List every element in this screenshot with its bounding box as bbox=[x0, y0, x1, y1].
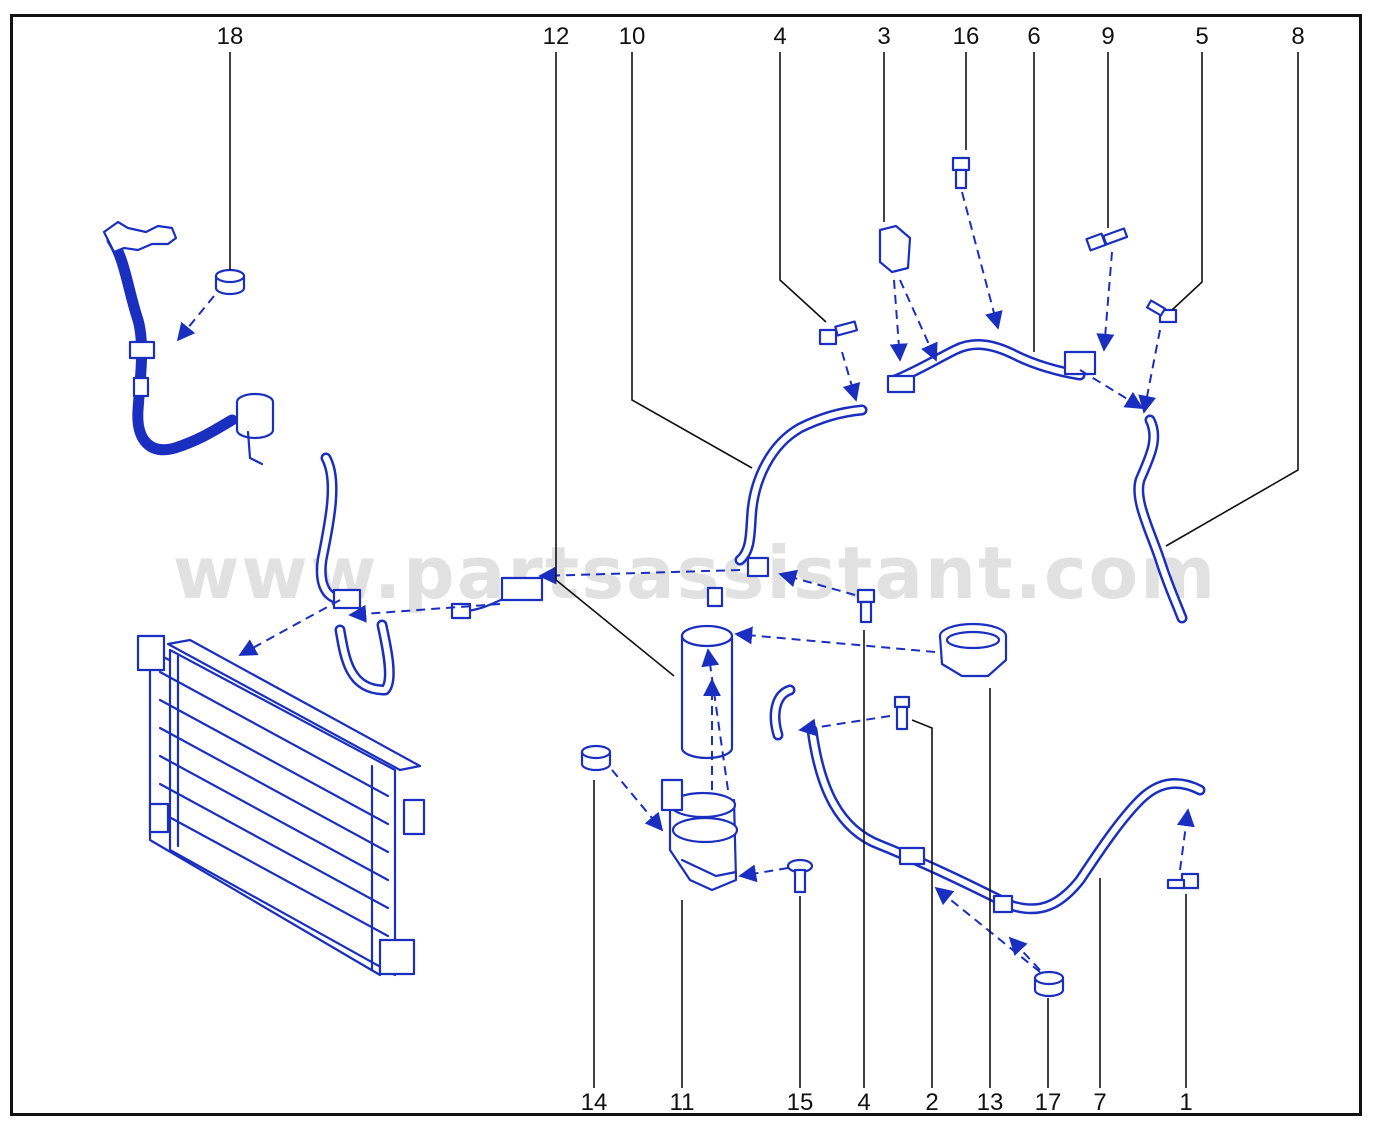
callout-18: 18 bbox=[217, 23, 244, 50]
part-11-drier-bracket bbox=[660, 778, 739, 892]
callout-9: 9 bbox=[1101, 23, 1114, 50]
callout-6: 6 bbox=[1027, 23, 1040, 50]
part-2-bolt bbox=[893, 695, 911, 731]
callout-11: 11 bbox=[670, 1089, 695, 1116]
callout-16: 16 bbox=[953, 23, 980, 50]
callout-7: 7 bbox=[1093, 1089, 1106, 1116]
callout-10: 10 bbox=[619, 23, 646, 50]
part-3-clip bbox=[878, 224, 912, 274]
part-13-drier-ring bbox=[938, 622, 1008, 678]
part-18-nut bbox=[214, 268, 246, 296]
callout-2: 2 bbox=[925, 1089, 938, 1116]
part-10-suction-hose bbox=[734, 404, 868, 578]
part-1-bolt bbox=[1166, 872, 1200, 890]
part-16-bolt bbox=[951, 156, 971, 190]
diagram-frame bbox=[10, 14, 1362, 1116]
condenser-radiator bbox=[136, 634, 426, 977]
assembly-arrows bbox=[176, 191, 1195, 973]
part-condenser-pipe bbox=[315, 452, 544, 696]
part-4-bolt-upper bbox=[818, 320, 859, 346]
part-8-pipe bbox=[1133, 414, 1188, 624]
callout-17: 17 bbox=[1035, 1089, 1062, 1116]
callout-13: 13 bbox=[977, 1089, 1004, 1116]
leader-lines bbox=[229, 52, 1299, 1088]
callouts-top: 18 12 10 4 3 16 6 9 5 8 bbox=[217, 23, 1305, 50]
callout-5: 5 bbox=[1195, 23, 1208, 50]
part-14-nut bbox=[580, 744, 612, 772]
part-6-discharge-hose bbox=[886, 339, 1097, 394]
callout-3: 3 bbox=[877, 23, 890, 50]
part-15-bolt bbox=[786, 858, 814, 894]
part-7-liquid-line bbox=[769, 684, 1206, 915]
callout-15: 15 bbox=[787, 1089, 814, 1116]
part-5-bolt bbox=[1145, 299, 1178, 324]
callout-14: 14 bbox=[581, 1089, 608, 1116]
callout-4-bottom: 4 bbox=[857, 1089, 870, 1116]
part-17-nut bbox=[1033, 970, 1065, 998]
part-4-bolt-lower bbox=[856, 588, 876, 624]
callout-1: 1 bbox=[1179, 1089, 1192, 1116]
callout-12: 12 bbox=[543, 23, 570, 50]
callout-4-top: 4 bbox=[773, 23, 786, 50]
callouts-bottom: 14 11 15 4 2 13 17 7 1 bbox=[581, 1089, 1193, 1116]
callout-8: 8 bbox=[1291, 23, 1304, 50]
part-9-bolt bbox=[1085, 227, 1129, 252]
part-18-wiring-harness bbox=[102, 220, 275, 466]
